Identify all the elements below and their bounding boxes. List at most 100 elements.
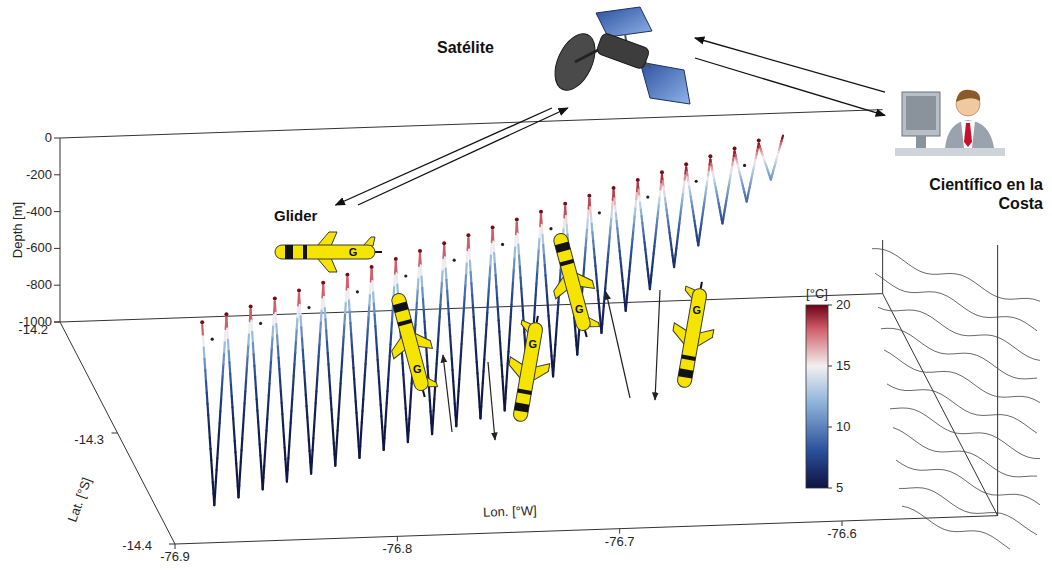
trajectory-segment <box>655 225 658 232</box>
trajectory-segment <box>543 255 546 265</box>
trajectory-segment <box>436 340 439 352</box>
trajectory-segment <box>431 422 434 434</box>
gps-dot <box>453 259 456 262</box>
trajectory-segment <box>259 456 262 467</box>
trajectory-segment <box>556 313 559 324</box>
trajectory-segment <box>582 267 585 277</box>
depth-tick: -200 <box>26 168 52 182</box>
trajectory-segment <box>418 254 421 266</box>
trajectory-segment <box>519 266 522 277</box>
trajectory-segment <box>246 356 249 368</box>
bathymetry-line <box>896 460 1040 505</box>
trajectory-segment <box>386 391 389 403</box>
data-link-arrow <box>695 58 885 115</box>
trajectory-segment <box>672 261 675 267</box>
trajectory-segment <box>608 235 611 244</box>
trajectory-segment <box>495 287 498 298</box>
bathymetry-line <box>875 273 1037 331</box>
trajectory-segment <box>583 257 586 267</box>
trajectory-segment <box>254 377 257 388</box>
trajectory-segment <box>344 301 347 313</box>
trajectory-segment <box>475 351 478 362</box>
tick-mark <box>828 366 832 367</box>
trajectory-segment <box>437 328 440 340</box>
trajectory-segment <box>243 403 246 415</box>
trajectory-segment <box>211 471 214 482</box>
trajectory-segment <box>264 442 267 454</box>
trajectory-segment <box>593 249 596 257</box>
trajectory-segment <box>268 372 271 384</box>
trajectory-segment <box>324 319 327 330</box>
trajectory-segment <box>281 403 284 414</box>
trajectory-segment <box>591 232 594 240</box>
trajectory-segment <box>328 376 331 387</box>
gps-dot <box>646 195 649 198</box>
surface-dot <box>563 202 567 206</box>
glider-letter: G <box>575 303 584 315</box>
trajectory-segment <box>390 321 393 333</box>
trajectory-segment <box>544 275 547 285</box>
trajectory-segment <box>385 403 388 415</box>
trajectory-segment <box>361 399 364 411</box>
trajectory-segment <box>213 493 216 505</box>
trajectory-segment <box>293 364 296 376</box>
trajectory-segment <box>485 313 488 325</box>
trajectory-segment <box>616 221 619 228</box>
trajectory-segment <box>609 226 612 235</box>
trajectory-segment <box>553 355 556 366</box>
trajectory-segment <box>409 395 412 407</box>
colorbar-scale <box>806 305 828 488</box>
trajectory-segment <box>238 474 241 486</box>
trajectory-segment <box>311 450 314 462</box>
trajectory-segment <box>225 317 228 329</box>
trajectory-segment <box>296 317 299 329</box>
trajectory-segment <box>511 281 514 293</box>
trajectory-segment <box>509 316 512 328</box>
trajectory-segment <box>600 324 603 333</box>
scientist-shirt <box>961 121 975 148</box>
trajectory-segment <box>383 438 386 450</box>
trajectory-segment <box>422 299 425 310</box>
trajectory-segment <box>233 430 236 441</box>
trajectory-segment <box>253 354 256 365</box>
desk <box>895 148 1005 156</box>
tick-mark <box>54 248 60 249</box>
trajectory-segment <box>375 337 378 348</box>
trajectory-segment <box>512 270 515 282</box>
trajectory-segment <box>284 448 287 459</box>
node-label: Glider <box>274 207 317 225</box>
trajectory-segment <box>626 287 629 295</box>
glider-body <box>552 232 591 332</box>
trajectory-segment <box>343 313 346 325</box>
trajectory-segment <box>348 300 351 311</box>
trajectory-segment <box>420 265 423 276</box>
glider-band <box>398 319 413 326</box>
axis-title: Depth [m] <box>11 202 25 258</box>
trajectory-segment <box>246 345 249 357</box>
trajectory-segment <box>215 470 218 482</box>
trajectory-segment <box>292 376 295 388</box>
trajectory-segment <box>494 264 497 275</box>
trajectory-segment <box>310 462 313 474</box>
scientist-tie <box>964 123 972 147</box>
trajectory-segment <box>347 289 350 300</box>
trajectory-segment <box>283 437 286 448</box>
trajectory-segment <box>372 292 375 303</box>
trajectory-segment <box>276 335 279 346</box>
trajectory-segment <box>585 238 588 248</box>
trajectory-segment <box>382 439 385 450</box>
colorbar-tick: 15 <box>836 359 850 373</box>
trajectory-segment <box>480 395 483 407</box>
glider-band <box>303 245 307 259</box>
trajectory-segment <box>586 218 589 228</box>
trajectory-segment <box>547 306 550 316</box>
trajectory-segment <box>353 379 356 390</box>
trajectory-segment <box>600 324 603 332</box>
motion-arrow <box>606 292 630 398</box>
trajectory-segment <box>300 327 303 338</box>
gps-dot <box>211 338 214 341</box>
trajectory-segment <box>367 317 370 329</box>
glider-letter: G <box>413 363 422 375</box>
